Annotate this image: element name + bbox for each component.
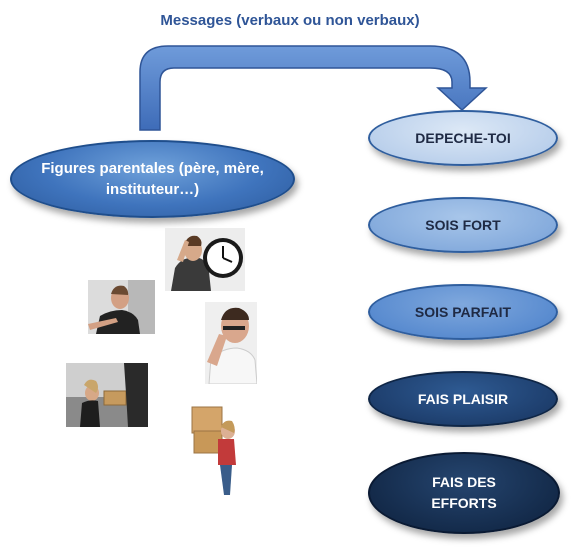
- parental-figures-label: Figures parentales (père, mère, institut…: [41, 160, 264, 198]
- message-label: DEPECHE-TOI: [415, 130, 511, 146]
- diagram-title: Messages (verbaux ou non verbaux): [160, 12, 420, 29]
- message-depeche-toi: DEPECHE-TOI: [368, 110, 558, 166]
- message-label: SOIS FORT: [425, 217, 501, 233]
- angry-person-photo: [88, 280, 155, 334]
- message-label: SOIS PARFAIT: [414, 304, 512, 320]
- person-with-clock-photo: [165, 228, 245, 291]
- message-sois-parfait: SOIS PARFAIT: [368, 284, 558, 340]
- person-pinching-nose-photo: [205, 302, 257, 384]
- parental-figures-oval: Figures parentales (père, mère, institut…: [10, 140, 295, 218]
- person-carrying-boxes-photo: [188, 405, 238, 497]
- handing-box-photo: [66, 363, 148, 427]
- message-fais-plaisir: FAIS PLAISIR: [368, 371, 558, 427]
- message-label: FAIS PLAISIR: [417, 391, 509, 407]
- message-fais-des-efforts: FAIS DES EFFORTS: [368, 452, 560, 534]
- message-sois-fort: SOIS FORT: [368, 197, 558, 253]
- message-label: FAIS DES EFFORTS: [431, 474, 497, 511]
